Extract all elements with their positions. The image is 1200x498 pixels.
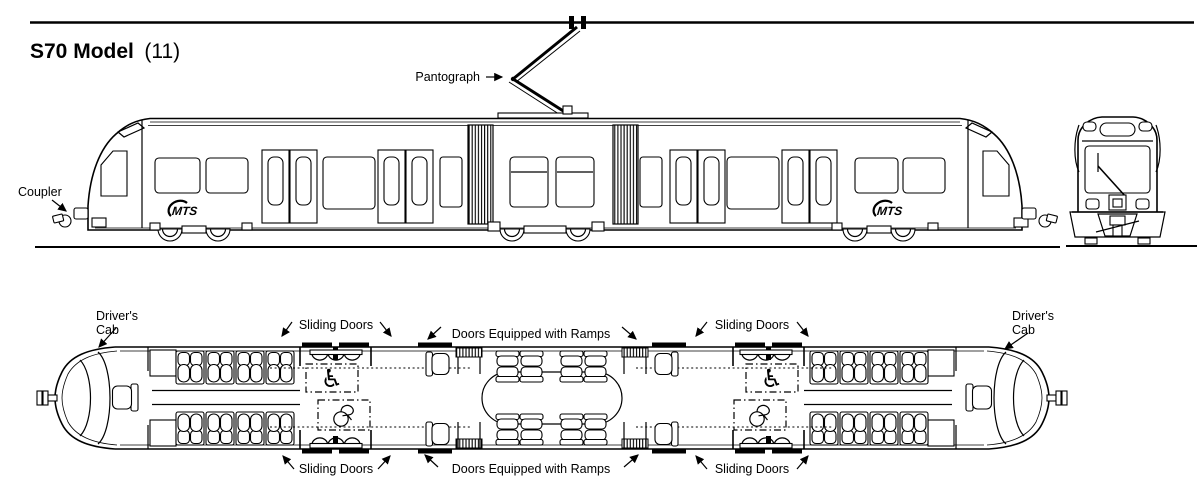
wheelchair-icon: ♿ (761, 364, 783, 393)
door-pair (377, 149, 434, 224)
sliding-door-vestibule-left: ♿ (299, 342, 372, 454)
door-pair (669, 149, 726, 224)
drivers-cab-label-right-2: Cab (1012, 323, 1035, 337)
sliding-door-bar (735, 448, 765, 454)
cab-window-right (982, 150, 1010, 197)
bellows-right (612, 124, 639, 225)
bicycle-area (733, 399, 787, 431)
headlight-right (1135, 198, 1150, 210)
wheelchair-area (305, 363, 359, 393)
label-arrow (695, 455, 708, 470)
drivers-cab-arrow-left (98, 327, 117, 348)
side-panel-right (1155, 124, 1161, 173)
drivers-cab-right (927, 347, 1025, 449)
roof-fairing-left (116, 122, 146, 138)
sliding-door-bar (735, 342, 765, 348)
drivers-cab-label-left: Driver's (96, 309, 138, 323)
side-doors (261, 149, 838, 224)
plan-coupler-left (36, 390, 58, 406)
wiper-blade (1097, 165, 1127, 198)
marker-light-left (1082, 121, 1097, 132)
coupler-strut (1095, 220, 1140, 233)
front-skirt (1069, 211, 1166, 238)
center-seats (495, 350, 608, 446)
sliding-door-bar (772, 448, 802, 454)
sliding-doors-label-bottom-right: Sliding Doors (715, 462, 789, 476)
bicycle-icon (333, 404, 354, 427)
sliding-door-bar (772, 342, 802, 348)
destination-sign (1099, 122, 1136, 137)
label-arrow (796, 455, 809, 470)
door-pair (261, 149, 318, 224)
floor-plan: ♿ ♿ (36, 309, 1068, 476)
label-arrow (424, 454, 439, 468)
saloon-seats-left (152, 350, 300, 446)
mts-logo-right: MTS (872, 199, 903, 218)
coupler-left (52, 207, 89, 228)
coupler-arrow (51, 199, 67, 212)
drivers-cab-label-left-2: Cab (96, 323, 119, 337)
sliding-doors-label-top-left: Sliding Doors (299, 318, 373, 332)
sliding-doors-label-top-right: Sliding Doors (715, 318, 789, 332)
headlight-left (1085, 198, 1100, 210)
bicycle-icon (749, 404, 770, 427)
sliding-doors-label-bottom-left: Sliding Doors (299, 462, 373, 476)
marker-light-right (1138, 121, 1153, 132)
side-windows (154, 156, 946, 210)
pantograph-graphic (497, 16, 589, 119)
cab-window-left (100, 150, 128, 197)
driver-seat (111, 383, 139, 412)
label-arrow (282, 455, 295, 470)
wheelchair-area (745, 363, 799, 393)
drivers-cab-label-right: Driver's (1012, 309, 1054, 323)
front-view (1066, 116, 1197, 247)
label-arrow (796, 321, 809, 337)
drivers-cab-left (79, 347, 177, 449)
label-arrow (377, 455, 391, 470)
mts-logo-text: MTS (876, 204, 903, 218)
ramp-door-right (652, 342, 686, 454)
plan-labels: Driver's Cab Driver's Cab Sliding Doors … (96, 309, 1054, 476)
sliding-door-bar (339, 448, 369, 454)
saloon-seats-right (804, 350, 952, 446)
plan-articulations (455, 347, 649, 449)
label-arrow (379, 321, 392, 337)
bogies (91, 217, 1029, 242)
side-view: Pantograph (18, 16, 1060, 248)
sliding-door-bar (302, 342, 332, 348)
sliding-door-bar (339, 342, 369, 348)
plan-coupler-right (1046, 390, 1068, 406)
bellows-left (467, 124, 494, 225)
page-title: S70 Model (11) (30, 40, 180, 63)
ramp-door-left (418, 342, 452, 454)
roof-fairing-right (964, 122, 994, 138)
label-arrow (427, 326, 442, 340)
wheelchair-icon: ♿ (321, 364, 343, 393)
mts-logo-text: MTS (171, 204, 198, 218)
mts-logo-left: MTS (167, 199, 198, 218)
sliding-door-bar (302, 448, 332, 454)
model-name: S70 Model (30, 40, 134, 63)
ramp-doors-label-top: Doors Equipped with Ramps (452, 327, 610, 341)
fleet-count: (11) (144, 40, 180, 63)
coupler-label: Coupler (18, 185, 62, 199)
label-arrow (695, 321, 708, 337)
sliding-door-vestibule-right: ♿ (732, 342, 805, 454)
label-arrow (621, 326, 637, 340)
label-arrow (281, 321, 293, 337)
bicycle-area (317, 399, 371, 431)
label-arrow (623, 454, 639, 468)
pantograph-label: Pantograph (415, 70, 480, 84)
coupler-right (1021, 207, 1058, 228)
drivers-cab-arrow-right (1004, 332, 1029, 350)
ramp-doors-label-bottom: Doors Equipped with Ramps (452, 462, 610, 476)
side-panel-left (1074, 124, 1080, 173)
driver-seat (965, 383, 993, 412)
door-pair (781, 149, 838, 224)
windshield (1084, 145, 1151, 194)
